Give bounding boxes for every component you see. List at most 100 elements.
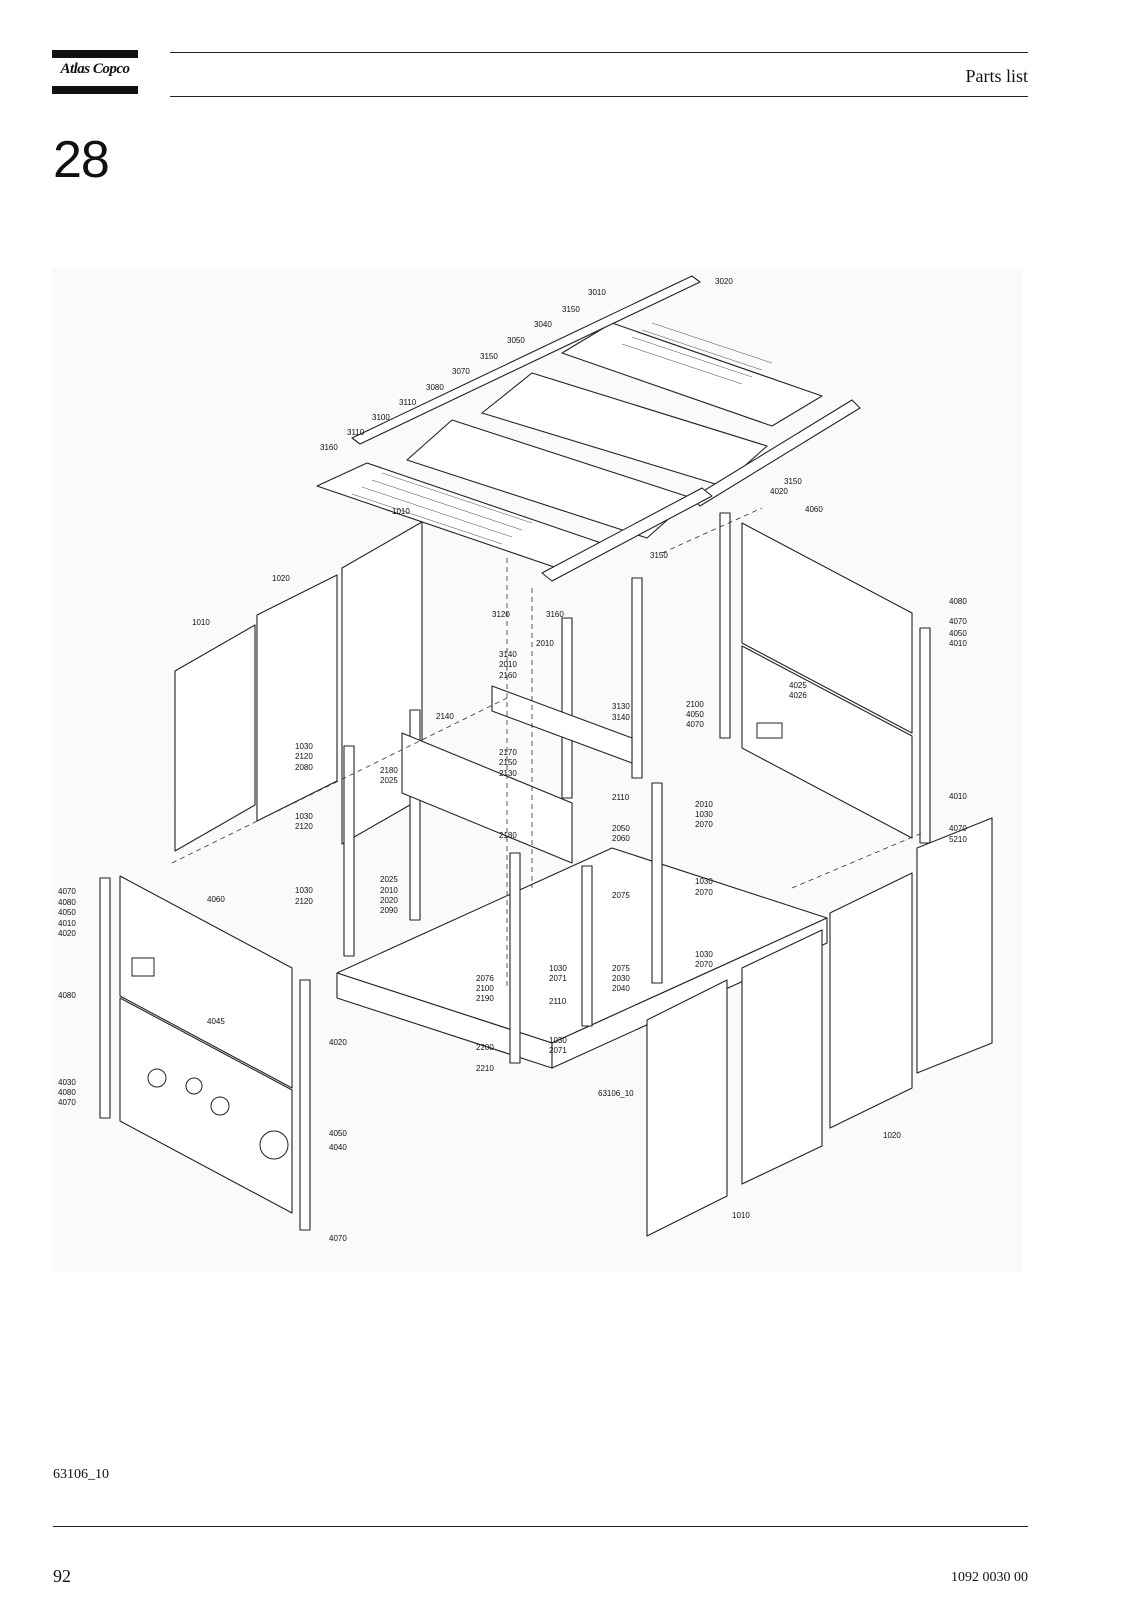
callout: 3070 bbox=[452, 367, 470, 376]
front-door-upper bbox=[119, 875, 293, 1089]
callout: 1030 bbox=[549, 964, 567, 973]
upright-rear-left bbox=[409, 709, 421, 921]
callout: 4050 bbox=[58, 908, 76, 917]
callout: 2040 bbox=[612, 984, 630, 993]
upright-rear-right bbox=[651, 782, 663, 984]
callout: 2030 bbox=[612, 974, 630, 983]
callout: 2071 bbox=[549, 974, 567, 983]
header-rule-top bbox=[170, 52, 1028, 53]
callout: 1030 bbox=[295, 812, 313, 821]
callout: 2080 bbox=[295, 763, 313, 772]
upright-front-mid bbox=[509, 852, 521, 1064]
callout: 4025 bbox=[789, 681, 807, 690]
callout: 2110 bbox=[612, 793, 630, 802]
callout: 2010 bbox=[536, 639, 554, 648]
callout: 2070 bbox=[695, 888, 713, 897]
callout: 4050 bbox=[329, 1129, 347, 1138]
footer-rule bbox=[53, 1526, 1028, 1527]
callout: 1030 bbox=[695, 950, 713, 959]
callout: 2180 bbox=[499, 831, 517, 840]
callout: 2071 bbox=[549, 1046, 567, 1055]
upright-center bbox=[561, 617, 573, 799]
callout: 3150 bbox=[784, 477, 802, 486]
callout: 4050 bbox=[686, 710, 704, 719]
callout: 4020 bbox=[770, 487, 788, 496]
upright-front-left bbox=[343, 745, 355, 957]
callout: 1030 bbox=[695, 877, 713, 886]
callout: 2020 bbox=[380, 896, 398, 905]
callout: 4070 bbox=[949, 824, 967, 833]
callout: 3150 bbox=[480, 352, 498, 361]
callout: 2070 bbox=[695, 960, 713, 969]
callout: 1020 bbox=[272, 574, 290, 583]
rear-door-upper bbox=[741, 522, 913, 734]
callout: 3160 bbox=[546, 610, 564, 619]
front-door-lower bbox=[119, 997, 293, 1214]
callout: 3150 bbox=[562, 305, 580, 314]
callout: 4060 bbox=[805, 505, 823, 514]
callout: 2070 bbox=[695, 820, 713, 829]
callout: 3130 bbox=[612, 702, 630, 711]
callout: 2190 bbox=[476, 994, 494, 1003]
callout: 2010 bbox=[695, 800, 713, 809]
callout: 4080 bbox=[949, 597, 967, 606]
callout: 63106_10 bbox=[598, 1089, 634, 1098]
callout: 4026 bbox=[789, 691, 807, 700]
callout: 4040 bbox=[329, 1143, 347, 1152]
callout: 3010 bbox=[588, 288, 606, 297]
section-number: 28 bbox=[53, 131, 110, 189]
callout: 2075 bbox=[612, 891, 630, 900]
callout-labels: 3020 3010 3150 3040 3050 3150 3070 3080 … bbox=[58, 277, 967, 1243]
header-title: Parts list bbox=[965, 66, 1028, 86]
callout: 1030 bbox=[549, 1036, 567, 1045]
callout: 3140 bbox=[499, 650, 517, 659]
callout: 4050 bbox=[949, 629, 967, 638]
callout: 3110 bbox=[399, 398, 417, 407]
callout: 1030 bbox=[295, 742, 313, 751]
callout: 1010 bbox=[392, 507, 410, 516]
side-panel-1020 bbox=[256, 574, 338, 822]
callout: 2130 bbox=[499, 769, 517, 778]
roof-panel-grille-back bbox=[561, 322, 823, 427]
callout: 2010 bbox=[499, 660, 517, 669]
callout: 3150 bbox=[650, 551, 668, 560]
callout: 4010 bbox=[949, 639, 967, 648]
logo-bar-bottom bbox=[52, 86, 138, 94]
callout: 1010 bbox=[732, 1211, 750, 1220]
roof-rail-back bbox=[351, 275, 701, 445]
callout: 4070 bbox=[686, 720, 704, 729]
callout: 4010 bbox=[949, 792, 967, 801]
callout: 4080 bbox=[58, 898, 76, 907]
logo-wordmark: Atlas Copco bbox=[60, 61, 130, 77]
callout: 2090 bbox=[380, 906, 398, 915]
callout: 2110 bbox=[549, 997, 567, 1006]
front-panel-1020 bbox=[829, 872, 913, 1129]
crossbeam-front bbox=[401, 732, 573, 864]
atlas-copco-logo: Atlas Copco bbox=[52, 50, 138, 94]
callout: 3040 bbox=[534, 320, 552, 329]
callout: 2100 bbox=[686, 700, 704, 709]
callout: 1030 bbox=[695, 810, 713, 819]
callout: 5210 bbox=[949, 835, 967, 844]
callout: 3110 bbox=[347, 428, 365, 437]
callout: 2180 bbox=[380, 766, 398, 775]
callout: 2120 bbox=[295, 752, 313, 761]
callout: 4070 bbox=[329, 1234, 347, 1243]
callout: 2140 bbox=[436, 712, 454, 721]
callout: 2170 bbox=[499, 748, 517, 757]
callout: 2120 bbox=[295, 822, 313, 831]
page-number: 92 bbox=[53, 1566, 71, 1586]
upright-front-right bbox=[581, 865, 593, 1027]
diagram-svg: 3020 3010 3150 3040 3050 3150 3070 3080 … bbox=[58, 275, 993, 1243]
callout: 2060 bbox=[612, 834, 630, 843]
callout: 2200 bbox=[476, 1043, 494, 1052]
front-panel-1010-b bbox=[741, 929, 823, 1185]
rear-door-post-left bbox=[719, 512, 731, 739]
callout: 3140 bbox=[612, 713, 630, 722]
rear-door-post-right bbox=[919, 627, 931, 844]
callout: 2010 bbox=[380, 886, 398, 895]
callout: 3160 bbox=[320, 443, 338, 452]
callout: 3080 bbox=[426, 383, 444, 392]
header-rule-bottom bbox=[170, 96, 1028, 97]
callout: 4080 bbox=[58, 991, 76, 1000]
